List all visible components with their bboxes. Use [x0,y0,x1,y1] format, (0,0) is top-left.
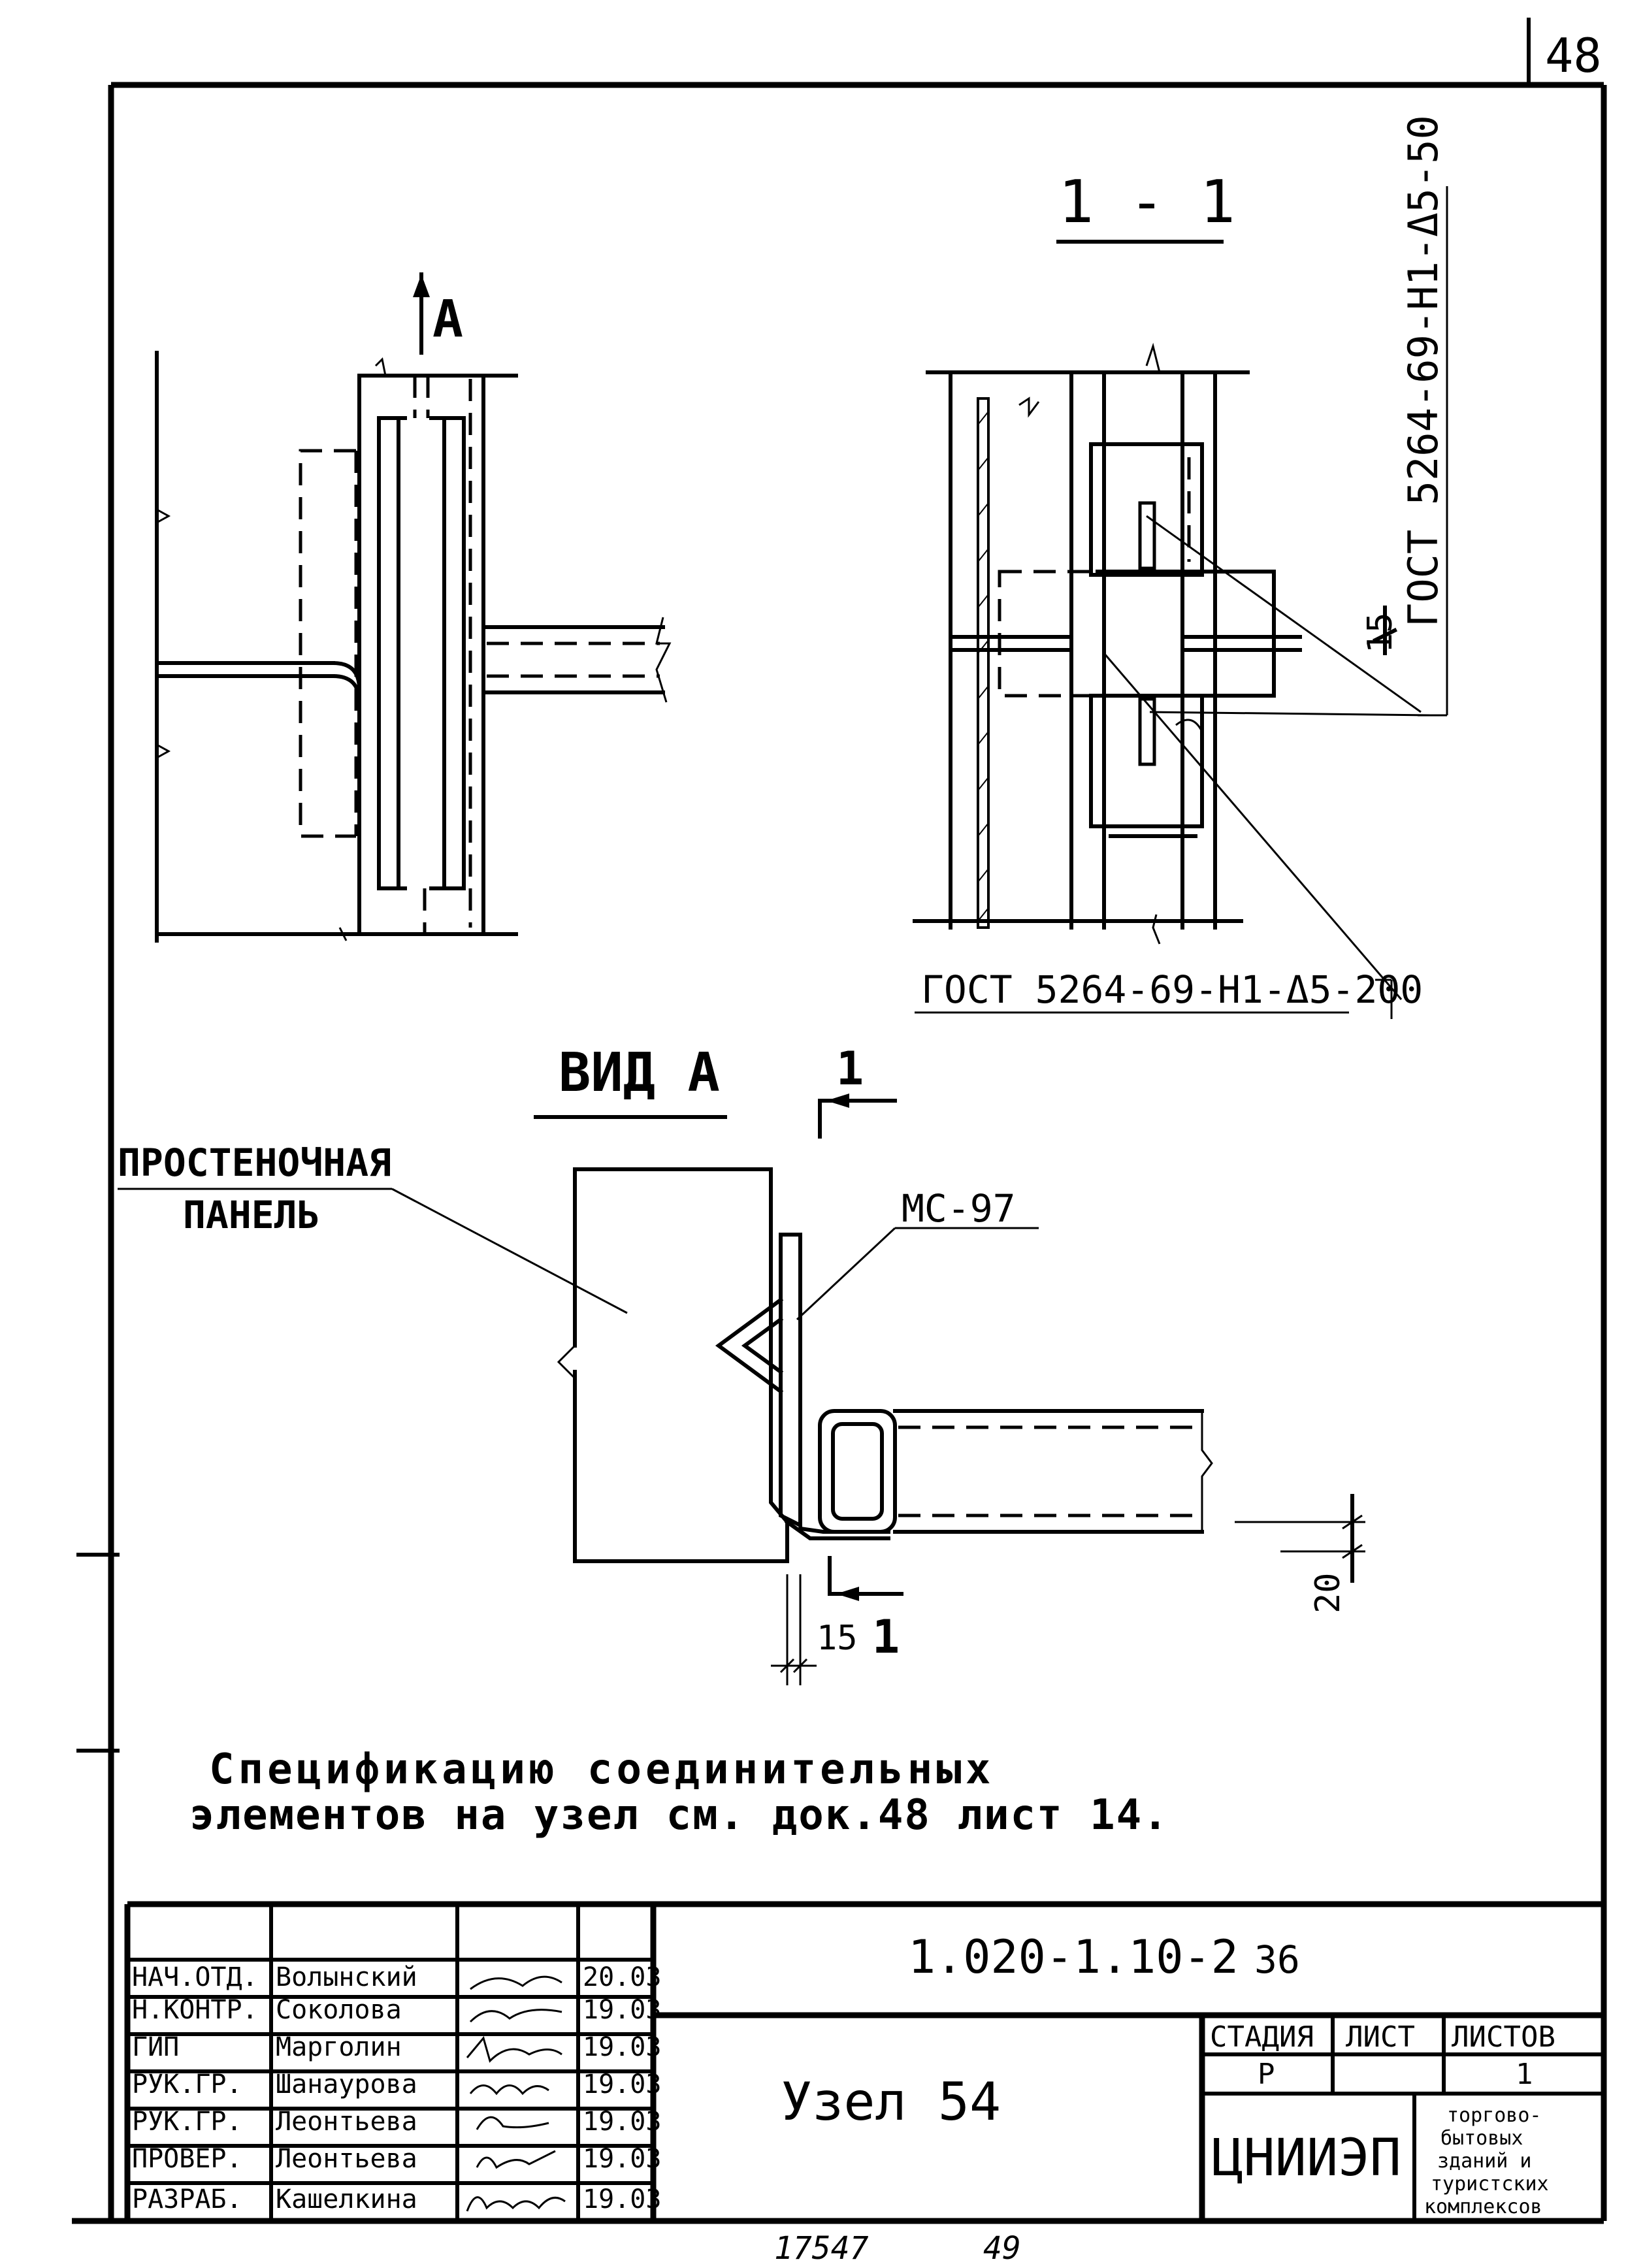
org-subtitle-line: туристских [1431,2173,1549,2195]
org-subtitle-line: зданий и [1437,2150,1532,2173]
signature-role: РУК.ГР. [132,2107,242,2137]
sheets-value: 1 [1516,2058,1533,2091]
sheet-number: 48 [1545,28,1602,83]
title-block: 1.020-1.10-2 36 Узел 54 СТАДИЯ ЛИСТ ЛИСТ… [124,1901,1606,2223]
view-a-drawing: ВИД А 1 ПРОСТЕНОЧНАЯ ПАНЕЛЬ МС-97 [118,1042,1365,1685]
signature-role: ГИП [132,2032,179,2062]
signature-role: РУК.ГР. [132,2069,242,2099]
section-1-1-drawing: 1 - 1 [913,115,1448,1019]
section-cut-marker-bottom: 1 [872,1610,900,1664]
note-line2: элементов на узел см. док.48 лист 14. [189,1791,1169,1839]
signature-date: 19.03 [583,2144,661,2174]
signature-date: 19.03 [583,2184,661,2214]
stage-value: Р [1258,2058,1275,2091]
org-subtitle-line: бытовых [1440,2127,1523,2150]
signature-row: РАЗРАБ. Кашелкина 19.03 [132,2184,661,2214]
signature-row: НАЧ.ОТД. Волынский 20.03 [132,1962,661,1992]
signature-row: РУК.ГР. Леонтьева 19.03 [132,2107,661,2137]
org-subtitle-line: торгово- [1447,2104,1542,2127]
signature-row: Н.КОНТР. Соколова 19.03 [132,1995,661,2025]
drawing-frame [72,82,1607,2224]
organization-name: ЦНИИЭП [1212,2129,1401,2188]
signature-role: ПРОВЕР. [132,2144,242,2174]
signature-row: ПРОВЕР. Леонтьева 19.03 [132,2144,661,2174]
gost-label-bottom: ГОСТ 5264-69-Н1-Δ5-200 [921,967,1423,1012]
section-title: 1 - 1 [1058,168,1235,236]
section-cut-marker-top: 1 [836,1042,864,1095]
signature-date: 19.03 [583,1995,661,2025]
signature-name: Шанаурова [276,2069,417,2099]
note-line1: Спецификацию соединительных [209,1745,994,1794]
signature-role: НАЧ.ОТД. [132,1962,258,1992]
signature-name: Кашелкина [276,2184,417,2214]
handwritten-signature [469,2084,549,2096]
handwritten-signature [476,2150,556,2169]
signature-name: Соколова [276,1995,402,2025]
signature-role: РАЗРАБ. [132,2184,242,2214]
handwritten-signature [476,2116,549,2130]
handwritten-signature [466,2196,566,2212]
view-a-title: ВИД А [559,1042,720,1104]
handwritten-signature [470,1975,562,1990]
signature-date: 19.03 [583,2069,661,2099]
signature-date: 20.03 [583,1962,661,1992]
view-marker-a: А [432,290,463,349]
signature-row: РУК.ГР. Шанаурова 19.03 [132,2069,661,2099]
element-label-ms97: МС-97 [902,1186,1016,1231]
footer-page: 49 [983,2230,1021,2267]
signature-name: Марголин [276,2032,402,2062]
handwritten-signature [469,2009,562,2023]
signature-name: Леонтьева [276,2107,417,2137]
signature-date: 19.03 [583,2107,661,2137]
sheet-header: ЛИСТ [1346,2020,1415,2054]
signature-name: Леонтьева [276,2144,417,2174]
gost-label-vertical: ГОСТ 5264-69-Н1-Δ5-50 [1399,115,1447,627]
document-suffix: 36 [1254,1937,1300,1982]
dim-20: 20 [1309,1572,1348,1613]
dim-15: 15 [817,1619,858,1658]
signature-name: Волынский [276,1962,417,1992]
org-subtitle-line: комплексов [1424,2195,1542,2218]
signature-role: Н.КОНТР. [132,1995,258,2025]
panel-label-line2: ПАНЕЛЬ [183,1193,320,1237]
sheets-header: ЛИСТОВ [1452,2020,1555,2054]
signature-row: ГИП Марголин 19.03 [132,2032,661,2063]
drawing-title: Узел 54 [781,2071,1001,2132]
signature-date: 19.03 [583,2032,661,2062]
document-code: 1.020-1.10-2 [908,1930,1239,1984]
stage-header: СТАДИЯ [1210,2020,1314,2054]
specification-note: Спецификацию соединительных элементов на… [189,1745,1169,1839]
panel-label-line1: ПРОСТЕНОЧНАЯ [118,1141,391,1185]
organization-subtitle: торгово- бытовых зданий и туристских ком… [1424,2104,1549,2218]
handwritten-signature [466,2035,562,2063]
plan-drawing: А [155,272,672,943]
archive-number: 17547 [774,2230,869,2267]
